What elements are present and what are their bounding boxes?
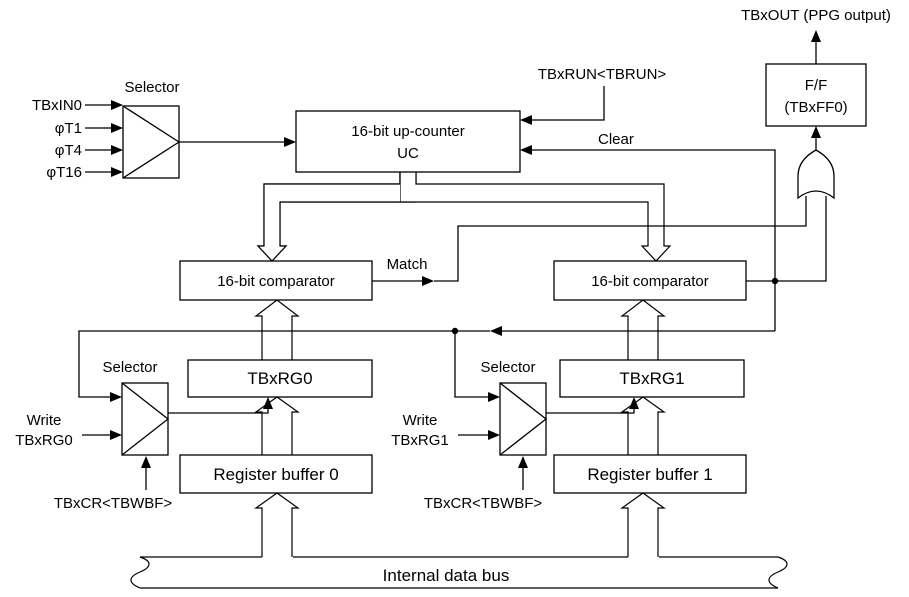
ff-line2: (TBxFF0): [784, 99, 847, 116]
comparator0-label: 16-bit comparator: [217, 273, 335, 290]
register-selector-0: Selector: [102, 359, 170, 456]
reg1-to-comp1-arrow: [620, 299, 666, 360]
sel0-to-reg0-arrow: [263, 397, 273, 409]
run-arrow: [520, 115, 532, 125]
selector0-label: Selector: [102, 359, 157, 376]
ff-line1: F/F: [805, 77, 828, 94]
bus-to-buffer1-arrow: [620, 492, 666, 557]
input-tbxin0: TBxIN0: [32, 97, 82, 114]
register-tbxrg0: TBxRG0: [187, 359, 373, 398]
flip-flop: F/F (TBxFF0): [765, 63, 867, 127]
clear-label: Clear: [598, 131, 634, 148]
register-buffer-1: Register buffer 1: [553, 454, 747, 494]
input-phi-t16: φT16: [46, 164, 82, 181]
write1-line1: Write: [403, 412, 438, 429]
selector-to-counter-arrow: [284, 137, 296, 147]
cr0-arrow: [141, 456, 151, 468]
cr1-label: TBxCR<TBWBF>: [424, 495, 543, 512]
comparator1-label: 16-bit comparator: [591, 273, 709, 290]
comparator-1: 16-bit comparator: [553, 260, 747, 301]
bus-to-buffer0-arrow: [254, 492, 300, 557]
write0-arrow: [110, 430, 122, 440]
write0-line2: TBxRG0: [15, 432, 73, 449]
cr0-label: TBxCR<TBWBF>: [54, 495, 173, 512]
match-arrow: [422, 276, 434, 286]
comparator-0: 16-bit comparator: [179, 260, 373, 301]
reg0-label: TBxRG0: [247, 369, 312, 388]
counter-to-comp1-bus-right: [399, 172, 672, 262]
sel0-feedback-arrow: [110, 392, 122, 402]
cr1-arrow: [518, 456, 528, 468]
write1-line2: TBxRG1: [391, 432, 449, 449]
sel1-to-reg1-arrow: [629, 397, 639, 409]
feedback-arrow: [490, 326, 502, 336]
match-label: Match: [387, 256, 428, 273]
buffer0-to-reg0-arrow: [254, 396, 300, 455]
register-tbxrg1: TBxRG1: [559, 359, 745, 398]
sel1-feedback-arrow: [488, 392, 500, 402]
register-selector-1: Selector: [480, 359, 548, 456]
buffer1-to-reg1-arrow: [620, 396, 666, 455]
output-label: TBxOUT (PPG output): [741, 7, 891, 24]
counter-to-comp0-bus-top: [256, 172, 401, 262]
selector-top-label: Selector: [124, 79, 179, 96]
internal-data-bus: Internal data bus: [130, 556, 788, 589]
run-label: TBxRUN<TBRUN>: [538, 66, 667, 83]
reg0-to-comp0-arrow: [254, 299, 300, 360]
counter-line2: UC: [397, 145, 419, 162]
or-to-ff-arrow: [811, 126, 821, 138]
input-phi-t4: φT4: [55, 142, 82, 159]
output-arrow: [811, 30, 821, 42]
write1-arrow: [488, 430, 500, 440]
write0-line1: Write: [27, 412, 62, 429]
junction-comp1: [771, 277, 779, 285]
buffer0-label: Register buffer 0: [213, 465, 338, 484]
counter-line1: 16-bit up-counter: [351, 123, 464, 140]
buffer1-label: Register buffer 1: [587, 465, 712, 484]
input-selector: Selector: [122, 79, 181, 179]
register-buffer-0: Register buffer 0: [179, 454, 373, 494]
up-counter: 16-bit up-counter UC: [295, 110, 521, 173]
or-gate-shape: [797, 149, 835, 200]
bus-label: Internal data bus: [383, 566, 510, 585]
reg1-label: TBxRG1: [619, 369, 684, 388]
clear-arrow: [520, 145, 532, 155]
selector-inputs: TBxIN0 φT1 φT4 φT16: [32, 97, 123, 181]
selector1-label: Selector: [480, 359, 535, 376]
input-phi-t1: φT1: [55, 120, 82, 137]
